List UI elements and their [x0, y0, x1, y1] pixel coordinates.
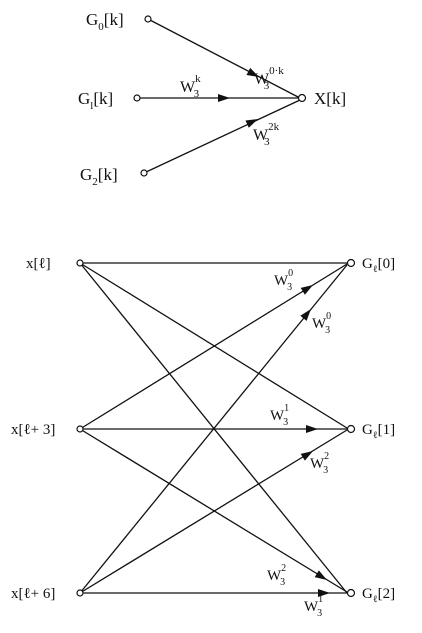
top-node-g0	[144, 15, 152, 23]
bottom-edge-2-1	[79, 429, 348, 594]
top-label-g1: Gl[k]	[78, 89, 113, 112]
bottom-label-out-2: Gℓ[2]	[362, 586, 395, 605]
top-node-g1	[133, 94, 141, 102]
bottom-label-in-0: x[ℓ]	[26, 256, 51, 272]
bottom-node-in-0	[76, 259, 84, 267]
bottom-label-out-1: Gℓ[1]	[362, 422, 395, 441]
bottom-node-in-1	[76, 425, 84, 433]
top-node-output	[297, 93, 307, 103]
bottom-label-in-2: x[ℓ+ 6]	[11, 586, 55, 602]
top-label-g2: G2[k]	[80, 165, 118, 188]
top-arrow-g0	[246, 67, 259, 77]
bottom-node-in-2	[76, 589, 84, 597]
top-arrow-g2	[245, 119, 258, 128]
bottom-arrow-w32-a	[300, 451, 313, 461]
bottom-node-out-0	[346, 258, 356, 268]
bottom-graph: x[ℓ] x[ℓ+ 3] x[ℓ+ 6] Gℓ[0] Gℓ[1] Gℓ[2] W…	[11, 256, 395, 619]
bottom-arrow-w30-a	[300, 285, 313, 295]
bottom-arrow-w31-b	[318, 589, 330, 597]
bottom-edge-0-1	[79, 262, 348, 429]
bottom-edge-1-0	[79, 263, 348, 430]
bottom-arrow-w31-a	[306, 425, 318, 433]
top-node-g2	[140, 169, 148, 177]
top-label-output: X[k]	[314, 89, 346, 108]
bottom-arrow-w32-b	[314, 570, 327, 580]
bottom-arrow-w30-b	[300, 309, 311, 321]
bottom-label-out-0: Gℓ[0]	[362, 256, 395, 275]
bottom-label-in-1: x[ℓ+ 3]	[11, 422, 55, 438]
bottom-edge-1-2	[79, 428, 348, 593]
top-label-g0: G0[k]	[86, 10, 124, 33]
bottom-node-out-1	[346, 424, 356, 434]
top-edge-g0	[147, 18, 301, 99]
bottom-node-out-2	[346, 588, 356, 598]
top-arrow-g1	[218, 94, 230, 102]
bottom-edge-2-0	[79, 264, 348, 594]
top-edge-g2	[143, 99, 301, 174]
